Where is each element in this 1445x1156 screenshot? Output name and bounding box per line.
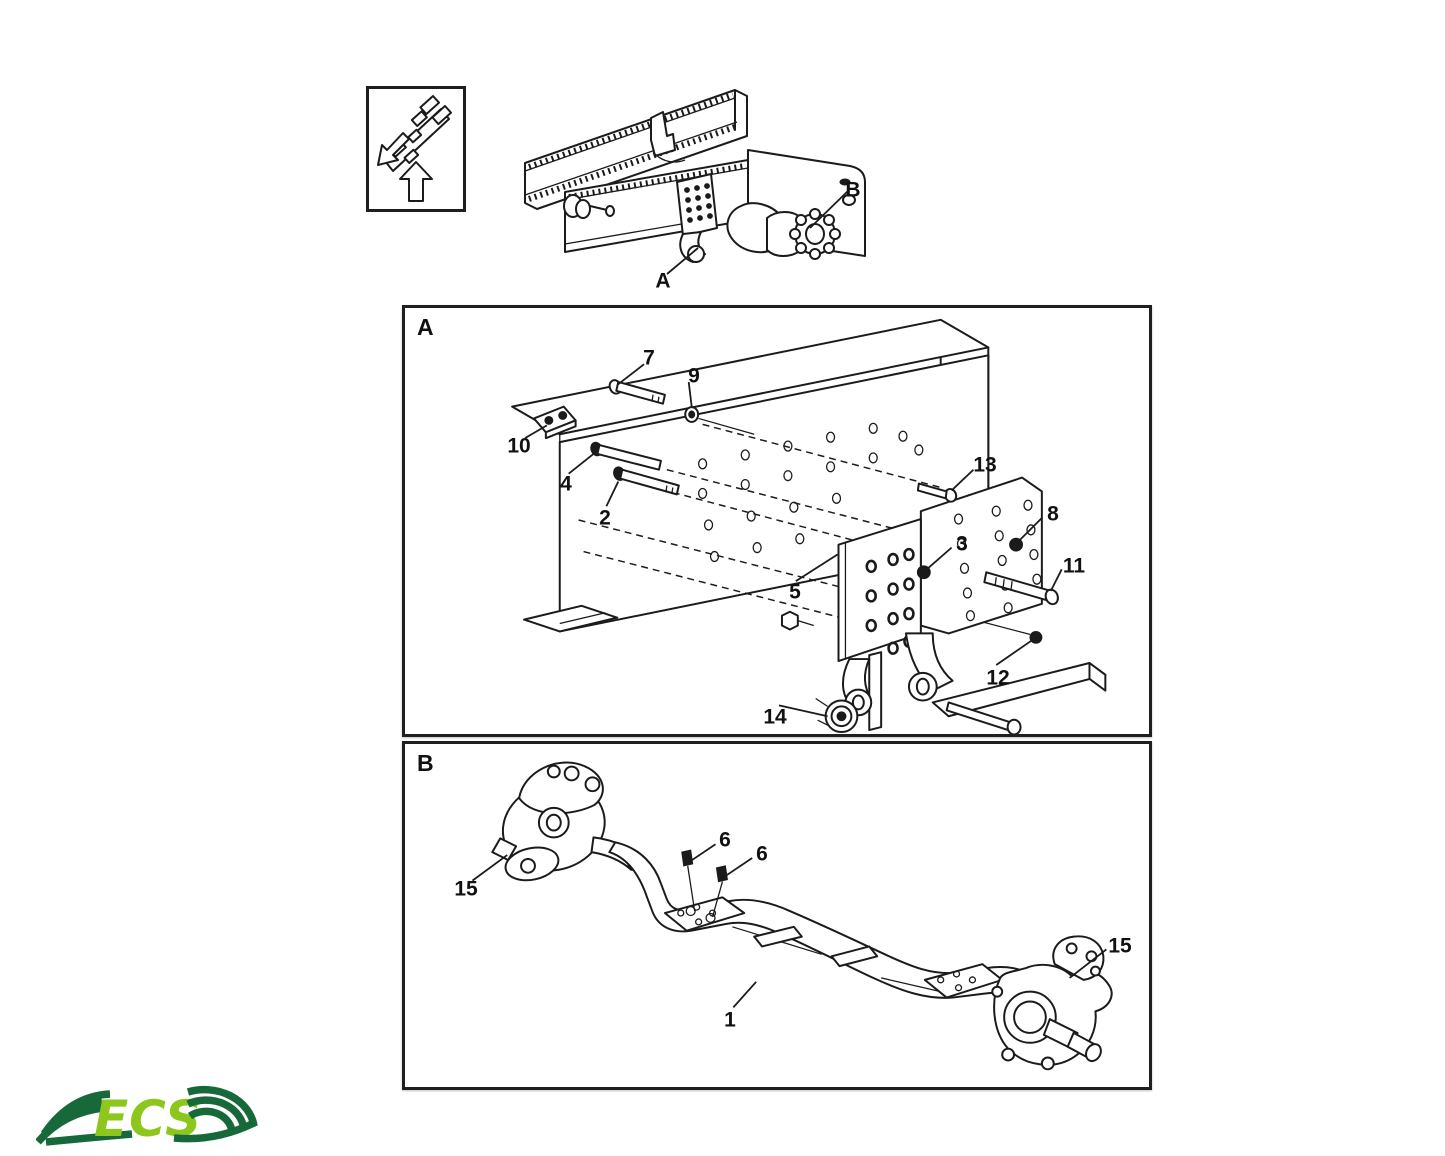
callout-11: 11 bbox=[1062, 554, 1086, 578]
panel-b-label: B bbox=[417, 750, 434, 776]
callout-3: 3 bbox=[956, 532, 968, 556]
callout-6-second: 6 bbox=[756, 842, 768, 866]
ecs-logo-graphic: ECS bbox=[35, 1085, 258, 1148]
callout-7: 7 bbox=[643, 346, 655, 370]
callout-4: 4 bbox=[560, 472, 572, 496]
overview-drawing: A B bbox=[505, 78, 905, 308]
overview-callout-A: A bbox=[655, 269, 671, 293]
callout-12: 12 bbox=[986, 666, 1010, 690]
axle-schematic-icon bbox=[377, 95, 453, 202]
overview-callout-B: B bbox=[845, 178, 861, 202]
callout-1: 1 bbox=[724, 1008, 736, 1032]
panel-a: A 7 9 10 4 2 13 8 3 11 5 12 14 bbox=[402, 305, 1152, 737]
panel-b-drawing bbox=[471, 761, 1113, 1071]
corner-arrow-icon bbox=[377, 132, 410, 166]
panel-a-drawing bbox=[511, 318, 1107, 734]
callout-6-first: 6 bbox=[719, 828, 731, 852]
logo-left-swoosh bbox=[35, 1090, 133, 1146]
callout-15-right: 15 bbox=[1108, 934, 1132, 958]
callout-13: 13 bbox=[973, 453, 997, 477]
panel-a-label: A bbox=[417, 314, 434, 340]
ecs-logo: ECS bbox=[35, 1082, 268, 1150]
logo-right-swoosh bbox=[173, 1085, 258, 1143]
callout-9: 9 bbox=[688, 364, 700, 388]
callout-10: 10 bbox=[507, 434, 531, 458]
panel-b: B 15 6 6 1 15 bbox=[402, 741, 1152, 1090]
up-arrow-icon bbox=[399, 161, 433, 202]
callout-15-left: 15 bbox=[454, 877, 478, 901]
callout-14: 14 bbox=[763, 705, 787, 729]
orientation-indicator-box bbox=[366, 86, 466, 212]
callout-8: 8 bbox=[1047, 502, 1059, 526]
frame-rail-overview-drawing bbox=[524, 89, 866, 275]
callout-2: 2 bbox=[599, 506, 611, 530]
callout-5: 5 bbox=[789, 580, 801, 604]
